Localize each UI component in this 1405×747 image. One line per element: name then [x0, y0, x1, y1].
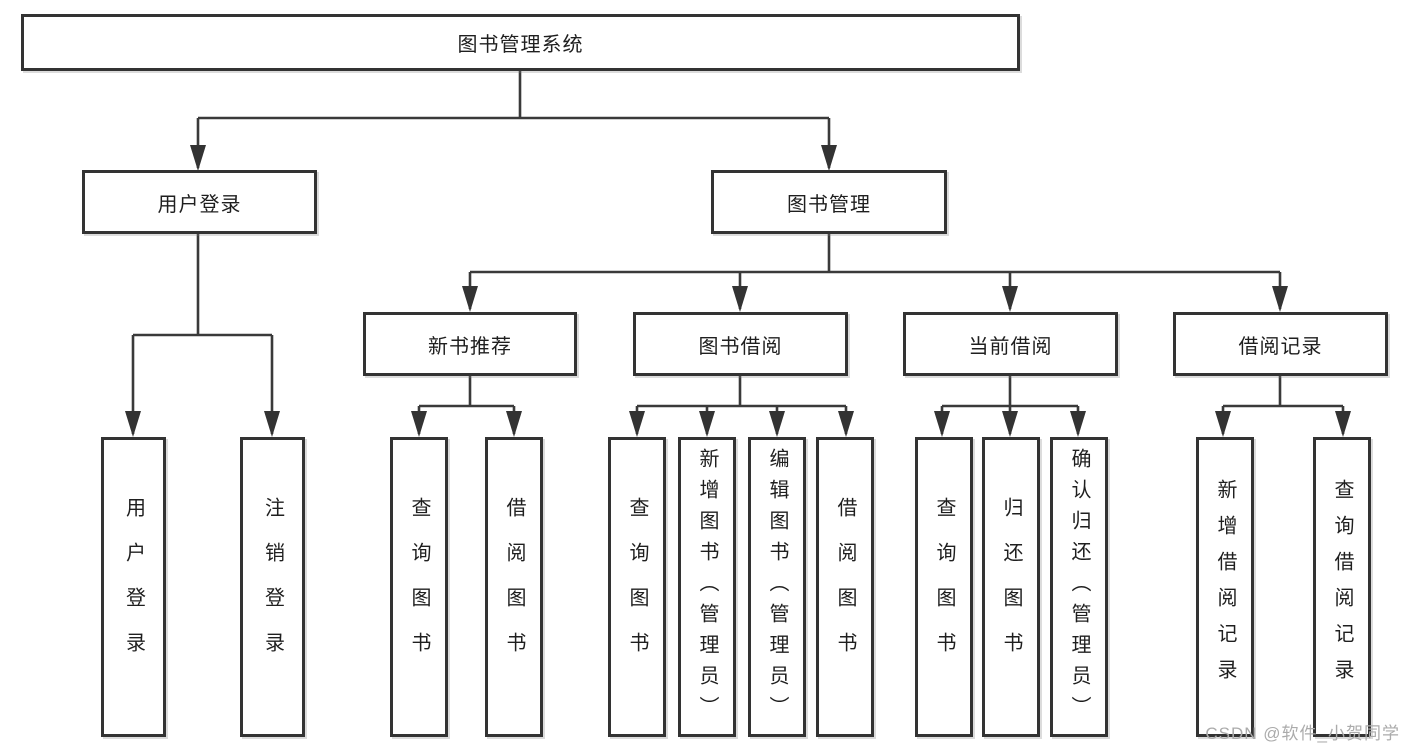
- node-label: 图书借阅: [698, 335, 783, 358]
- node-cb-confirm-return-admin: 确认归还（管理员）: [1050, 437, 1108, 737]
- connector-userlogin-children: [131, 233, 274, 434]
- node-label: 查询图书: [933, 497, 955, 677]
- node-logout: 注销登录: [240, 437, 305, 737]
- node-nb-query-books: 查询图书: [390, 437, 448, 737]
- node-label: 新书推荐: [428, 335, 512, 358]
- node-cb-query-books: 查询图书: [915, 437, 973, 737]
- connector-borrowrecord-children: [1221, 376, 1345, 434]
- node-label: 借阅记录: [1238, 335, 1323, 358]
- node-label: 查询借阅记录: [1331, 479, 1353, 695]
- connector-newbook-children: [417, 376, 516, 434]
- node-label: 查询图书: [408, 497, 430, 677]
- node-new-book-recommend: 新书推荐: [363, 312, 577, 376]
- node-label: 新增图书（管理员）: [696, 447, 718, 727]
- node-bb-edit-books-admin: 编辑图书（管理员）: [748, 437, 806, 737]
- connector-root-to-level1: [196, 70, 831, 168]
- node-borrow-records: 借阅记录: [1173, 312, 1388, 376]
- node-user-login: 用户登录: [82, 170, 317, 234]
- node-bb-query-books: 查询图书: [608, 437, 666, 737]
- node-label: 当前借阅: [968, 335, 1053, 358]
- node-label: 用户登录: [122, 497, 145, 677]
- node-label: 借阅图书: [503, 497, 525, 677]
- node-label: 图书管理系统: [457, 34, 584, 56]
- node-book-borrowing: 图书借阅: [633, 312, 848, 376]
- node-label: 确认归还（管理员）: [1068, 447, 1090, 727]
- node-bb-borrow-books: 借阅图书: [816, 437, 874, 737]
- node-label: 注销登录: [261, 497, 284, 677]
- node-br-add-record: 新增借阅记录: [1196, 437, 1254, 737]
- node-label: 新增借阅记录: [1214, 479, 1236, 695]
- node-label: 用户登录: [157, 193, 242, 216]
- node-label: 编辑图书（管理员）: [766, 447, 788, 727]
- arrowheads: [125, 145, 1351, 437]
- node-label: 借阅图书: [834, 497, 856, 677]
- node-label: 归还图书: [1000, 497, 1022, 677]
- node-book-management: 图书管理: [711, 170, 947, 234]
- node-library-management-system: 图书管理系统: [21, 14, 1020, 71]
- node-current-borrowing: 当前借阅: [903, 312, 1118, 376]
- node-label: 查询图书: [626, 497, 648, 677]
- csdn-watermark: CSDN @软件_小贺同学: [1205, 724, 1400, 743]
- node-br-query-record: 查询借阅记录: [1313, 437, 1371, 737]
- node-label: 图书管理: [787, 193, 871, 216]
- node-bb-add-books-admin: 新增图书（管理员）: [678, 437, 736, 737]
- node-user-login-leaf: 用户登录: [101, 437, 166, 737]
- node-cb-return-books: 归还图书: [982, 437, 1040, 737]
- connector-bookborrow-children: [635, 376, 848, 434]
- connector-bookmgmt-children: [468, 233, 1282, 309]
- node-nb-borrow-books: 借阅图书: [485, 437, 543, 737]
